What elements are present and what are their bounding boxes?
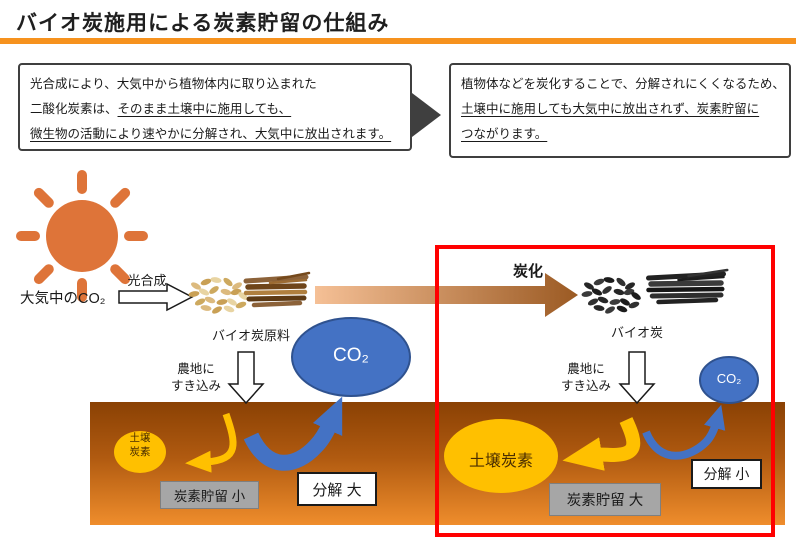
soil-carbon-label-large: 土壌炭素	[468, 453, 533, 470]
info-box-with-biochar: 植物体などを炭化することで、分解されにくくなるため、 土壌中に施用しても大気中に…	[449, 63, 791, 158]
feedstock-grains-illustration	[188, 277, 248, 314]
co2-bubble-large-label: CO₂	[333, 345, 369, 366]
right-triangle-icon	[412, 93, 441, 137]
feedstock-branches-illustration	[243, 271, 311, 308]
info-box-right-line3: つながります。	[461, 127, 548, 141]
info-box-right-line2: 土壌中に施用しても大気中に放出されず、炭素貯留に	[461, 102, 760, 116]
carbon-storage-large-tag: 炭素貯留 大	[549, 483, 661, 516]
biochar-branches-illustration	[646, 268, 729, 305]
title-underline-bar	[0, 38, 796, 44]
info-box-left-line2: 二酸化炭素は、そのまま土壌中に施用しても、	[30, 102, 292, 116]
plow-down-arrow-right-icon	[618, 351, 656, 405]
decomposition-large-tag: 分解 大	[297, 472, 377, 506]
biochar-label: バイオ炭	[610, 325, 663, 340]
decomposition-small-tag: 分解 小	[691, 459, 762, 489]
plow-into-farmland-label-left: 農地に すき込み	[170, 362, 221, 393]
info-box-left-line3: 微生物の活動により速やかに分解され、大気中に放出されます。	[30, 127, 392, 141]
info-box-without-biochar: 光合成により、大気中から植物体内に取り込まれた 二酸化炭素は、そのまま土壌中に施…	[18, 63, 412, 151]
carbon-storage-small-tag: 炭素貯留 小	[160, 481, 259, 509]
biochar-grains-illustration	[581, 277, 641, 314]
soil-carbon-label-small: 土壌 炭素	[129, 432, 151, 458]
photosynthesis-label: 光合成	[127, 273, 167, 288]
carbonization-label: 炭化	[512, 263, 543, 280]
plow-down-arrow-left-icon	[227, 351, 265, 405]
biochar-feedstock-label: バイオ炭原料	[211, 328, 290, 343]
co2-bubble-small-label: CO₂	[716, 371, 742, 386]
info-box-left-line1: 光合成により、大気中から植物体内に取り込まれた	[30, 77, 317, 91]
page-title: バイオ炭施用による炭素貯留の仕組み	[16, 12, 390, 35]
atmospheric-co2-label: 大気中のCO₂	[20, 291, 106, 307]
info-box-right-line1: 植物体などを炭化することで、分解されにくくなるため、	[461, 77, 785, 91]
plow-into-farmland-label-right: 農地に すき込み	[560, 362, 611, 393]
